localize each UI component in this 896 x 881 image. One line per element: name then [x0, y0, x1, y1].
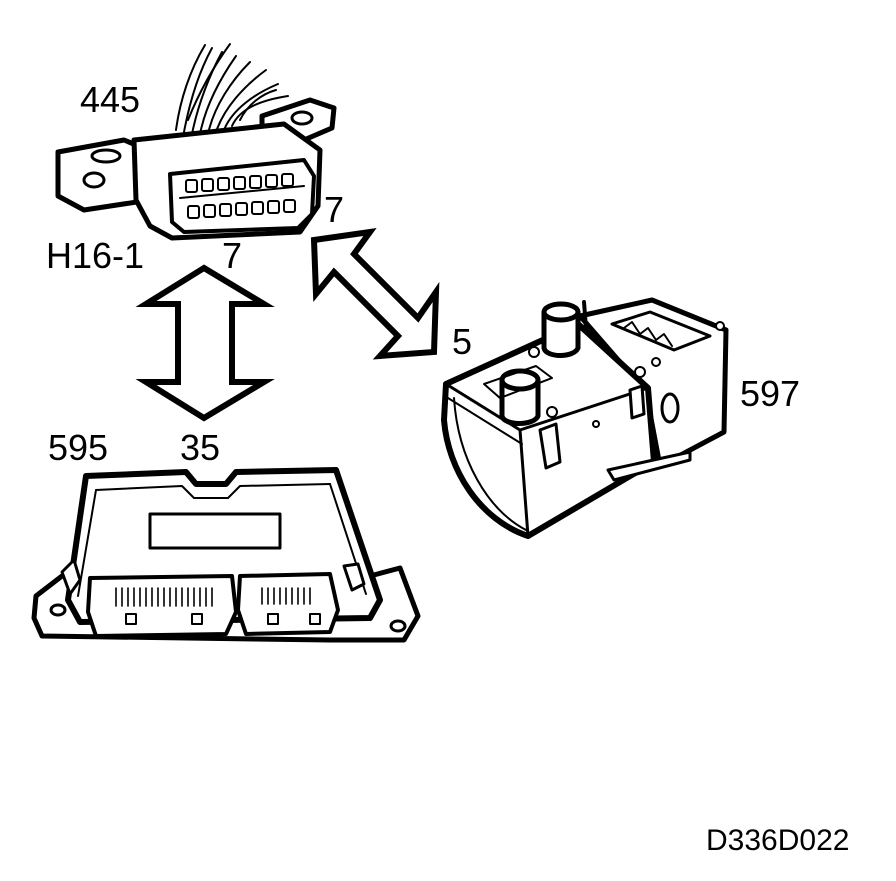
left-mount-hole [90, 148, 122, 164]
ecu-label-plate [148, 512, 282, 550]
label-figure-code: D336D022 [706, 824, 849, 857]
diagnostic-connector [55, 43, 337, 241]
right-mount-hole [290, 110, 314, 126]
heater-exhaust-pipe [541, 301, 581, 358]
label-ecu-id: 595 [48, 427, 108, 468]
ecu-connector-right-pins [261, 587, 311, 605]
arrow-connector-ecu [135, 264, 275, 422]
heater-intake-pipe [499, 368, 541, 426]
label-connector-id: 445 [80, 79, 140, 120]
arrow-connector-heater [310, 228, 440, 360]
label-pin-ecu-side: 7 [222, 235, 242, 276]
heater-unit [441, 297, 729, 539]
ecu-connector-left [86, 574, 238, 638]
engine-control-module [31, 467, 421, 643]
heater-screws [528, 346, 661, 428]
label-pin-heater-side: 7 [324, 189, 344, 230]
wire-bundle [175, 43, 289, 135]
connector-pins-bottom-row [187, 199, 296, 219]
ecu-connector-right [236, 572, 340, 636]
label-heater-pin: 5 [452, 321, 472, 362]
heater-control-ribs [610, 310, 712, 352]
label-heater-id: 597 [740, 373, 800, 414]
connector-pins-top-row [185, 173, 294, 193]
label-connector-name: H16-1 [46, 235, 144, 276]
label-ecu-pin: 35 [180, 427, 220, 468]
ecu-connector-left-pins [115, 587, 213, 607]
